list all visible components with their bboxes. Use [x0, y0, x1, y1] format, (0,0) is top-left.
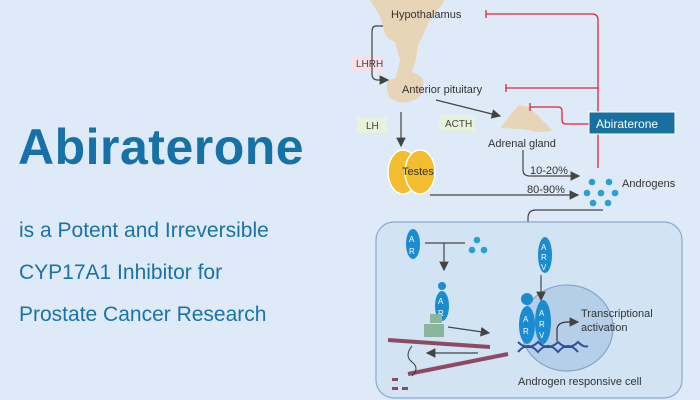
arv-letter: V	[541, 263, 547, 272]
arv-letter: V	[539, 331, 545, 340]
ar-receptor-nuclear	[519, 306, 535, 344]
adrenal-percent-label: 10-20%	[530, 165, 568, 177]
abiraterone-box	[588, 111, 676, 135]
ar-letter: R	[523, 327, 529, 336]
subtitle-line-2: CYP17A1 Inhibitor for	[19, 261, 223, 284]
ar-letter: A	[409, 235, 415, 244]
arv-letter: R	[539, 320, 545, 329]
ar-letter: A	[523, 315, 529, 324]
acth-box	[439, 115, 475, 131]
adrenal-gland-shape	[500, 105, 552, 132]
adrenal-androgen-arrow	[522, 150, 581, 181]
ar-receptor-free	[406, 229, 420, 259]
ar-letter: A	[438, 297, 444, 306]
ar-letter: R	[409, 247, 415, 256]
subtitle-line-1: is a Potent and Irreversible	[19, 219, 269, 242]
ar-variant-nuclear	[535, 300, 551, 344]
lhrh-label: LHRH	[356, 59, 383, 70]
hypothalamus-shape	[370, 0, 445, 102]
binding-arrow	[425, 242, 465, 270]
lhrh-box	[352, 55, 382, 71]
lh-box	[357, 117, 387, 133]
membrane-fragments	[392, 378, 408, 390]
anterior-pituitary-label: Anterior pituitary	[402, 84, 483, 96]
ligand-bound	[438, 282, 446, 290]
arv-letter: A	[541, 243, 547, 252]
activation-label: activation	[581, 322, 627, 334]
anterior-pituitary-shape	[386, 77, 422, 103]
acth-arrow	[435, 99, 502, 119]
page-title: Abiraterone	[18, 119, 305, 175]
androgen-ligand	[468, 236, 488, 254]
ar-letter: R	[438, 309, 444, 318]
transcription-arrow	[556, 317, 580, 341]
dna-helix-small	[407, 345, 417, 377]
androgens-label: Androgens	[622, 178, 676, 190]
adrenal-gland-label: Adrenal gland	[488, 138, 556, 150]
testes-right	[404, 149, 436, 195]
arv-letter: R	[541, 253, 547, 262]
membrane-strand-2	[407, 352, 509, 376]
chaperone-complex	[424, 314, 444, 337]
testes-percent-label: 80-90%	[527, 184, 565, 196]
ar-receptor-bound	[435, 291, 449, 321]
arv-letter: A	[539, 309, 545, 318]
acth-label: ACTH	[445, 119, 472, 130]
testes-label: Testes	[402, 166, 434, 178]
cell-label: Androgen responsive cell	[518, 376, 642, 388]
lh-label: LH	[366, 121, 379, 132]
transcription-label: Transcriptional	[581, 308, 653, 320]
subtitle-line-3: Prostate Cancer Research	[19, 303, 267, 326]
membrane-strand-1	[387, 338, 491, 349]
nuclear-import-arrow	[447, 326, 491, 337]
lhrh-loop-arrow	[371, 25, 390, 85]
ar-variant	[538, 237, 552, 273]
dna-helix	[517, 340, 589, 354]
abiraterone-label: Abiraterone	[596, 117, 658, 131]
ligand-nuclear	[521, 293, 533, 305]
hypothalamus-label: Hypothalamus	[391, 9, 462, 21]
inhibition-lines	[485, 10, 599, 168]
androgen-cluster	[583, 178, 619, 207]
